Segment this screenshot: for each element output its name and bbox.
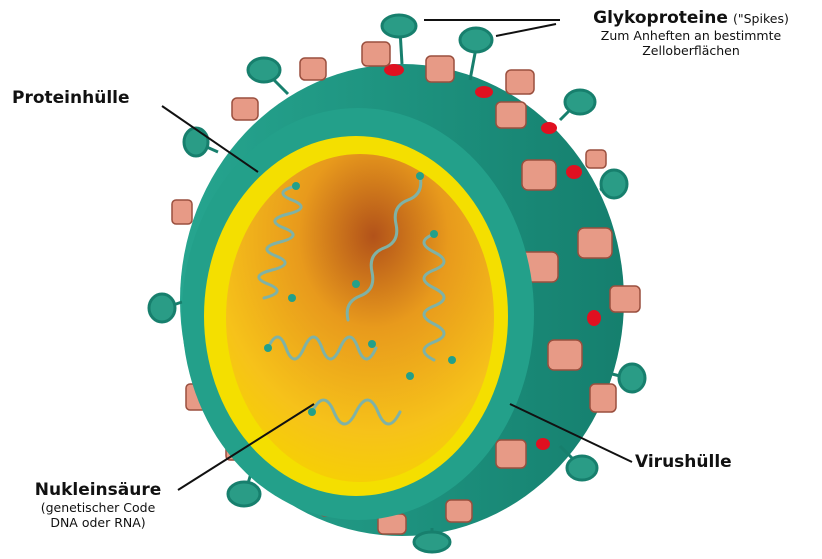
glykoproteine-description-line1: Zum Anheften an bestimmte bbox=[560, 28, 822, 43]
glykoproteine-description-line2: Zelloberflächen bbox=[560, 43, 822, 58]
virushuelle-label: Virushülle bbox=[635, 452, 732, 472]
proteinhuelle-label: Proteinhülle bbox=[12, 88, 130, 108]
core bbox=[226, 154, 494, 482]
nukleinsaeure-title: Nukleinsäure bbox=[12, 480, 184, 500]
nukleinsaeure-label: Nukleinsäure (genetischer Code DNA oder … bbox=[12, 480, 184, 530]
glykoproteine-title: Glykoproteine bbox=[593, 8, 728, 28]
glykoproteine-label: Glykoproteine ("Spikes) Zum Anheften an … bbox=[560, 8, 822, 58]
nukleinsaeure-description-line2: DNA oder RNA) bbox=[12, 515, 184, 530]
glykoproteine-title-line: Glykoproteine ("Spikes) bbox=[560, 8, 822, 28]
glykoproteine-note: ("Spikes) bbox=[733, 11, 789, 26]
nukleinsaeure-description-line1: (genetischer Code bbox=[12, 500, 184, 515]
